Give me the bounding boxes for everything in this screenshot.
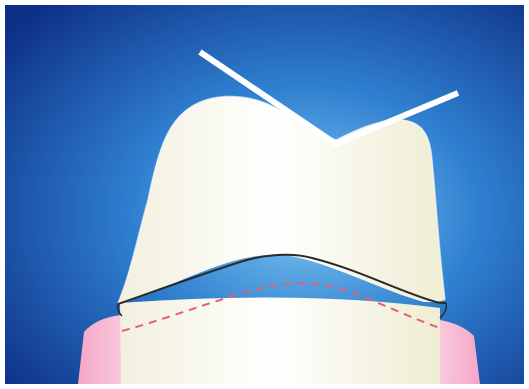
tooth-root [120,298,440,384]
